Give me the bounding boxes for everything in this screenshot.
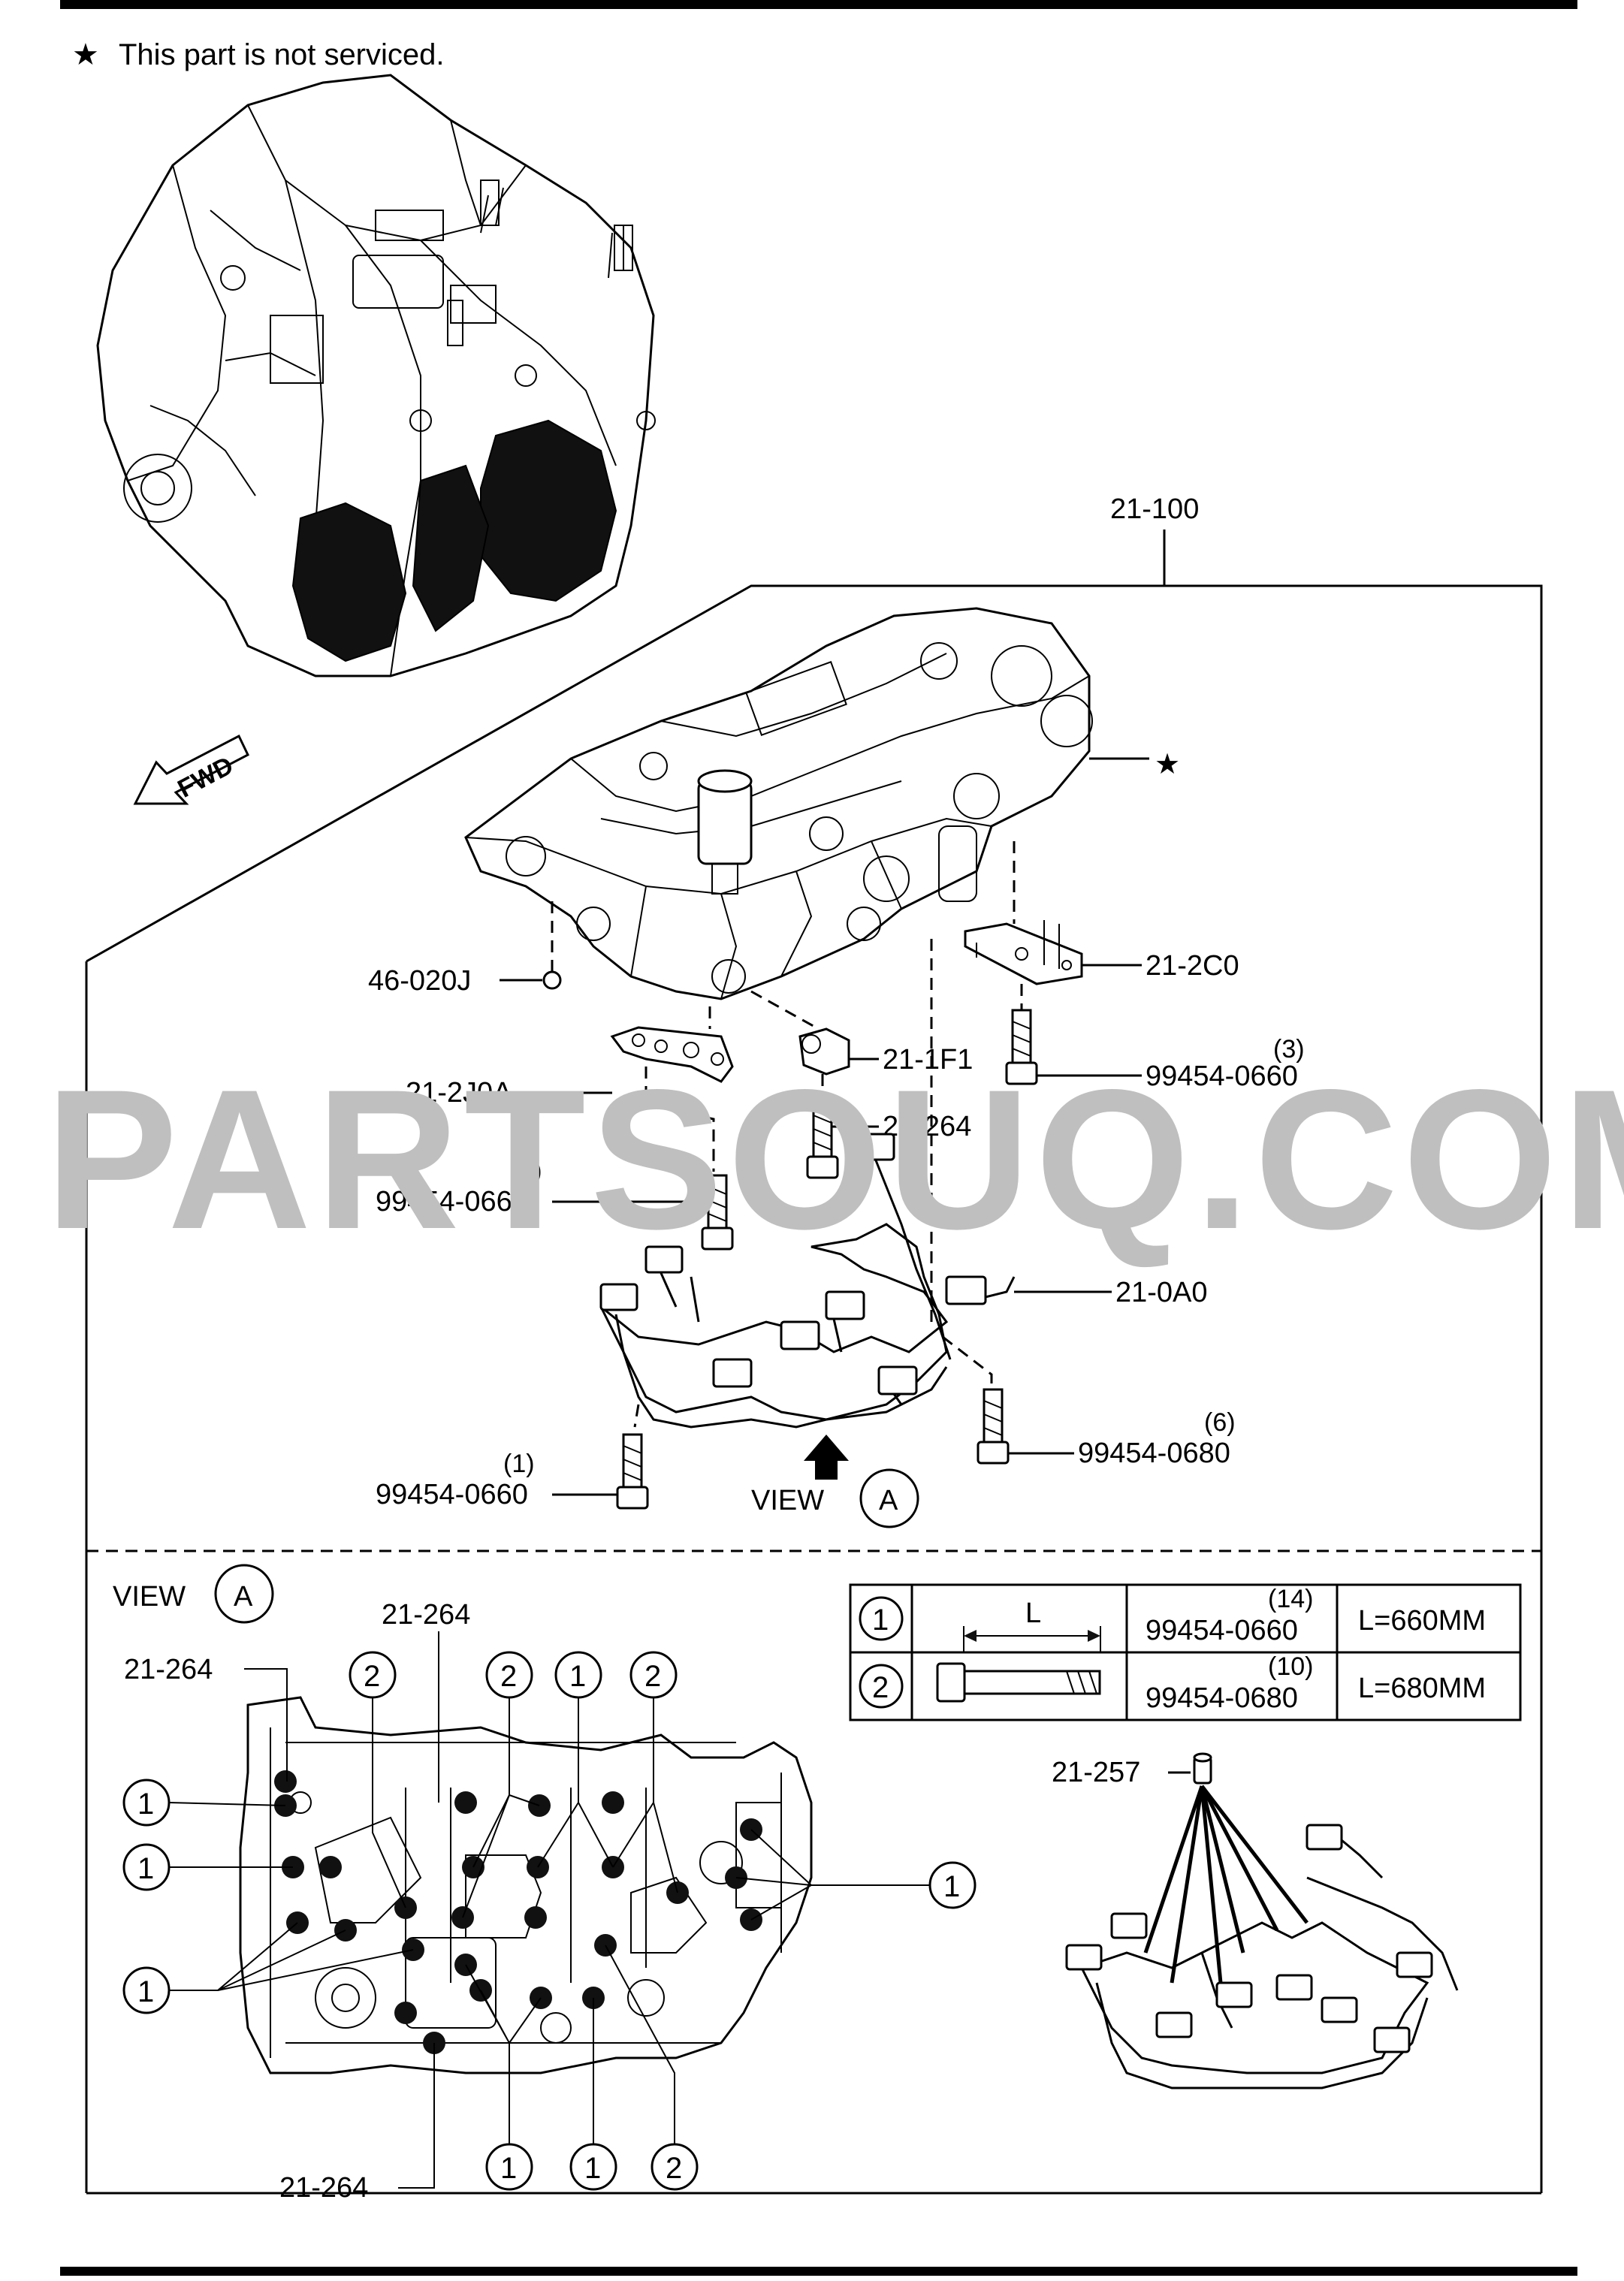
marker-top-4: 2 xyxy=(644,1660,661,1693)
label-21-0A0: 21-0A0 xyxy=(1115,1277,1208,1308)
transmission-illustration xyxy=(96,74,656,677)
label-21-2C0: 21-2C0 xyxy=(1146,950,1239,982)
label-21-257: 21-257 xyxy=(1052,1757,1140,1788)
table-marker-2: 2 xyxy=(872,1671,889,1704)
table-dim-label: L xyxy=(1025,1598,1041,1629)
bolt-99454-0680 xyxy=(977,1388,1010,1465)
label-46-020J: 46-020J xyxy=(368,965,471,997)
view-label: VIEW xyxy=(751,1485,824,1516)
not-serviced-star-icon: ★ xyxy=(1155,749,1180,780)
table-code-0660: 99454-0660 xyxy=(1146,1615,1298,1646)
view-label-letter: A xyxy=(879,1485,898,1516)
header-note: This part is not serviced. xyxy=(119,38,445,71)
control-valve-body xyxy=(464,607,1093,1000)
harness-detail xyxy=(1065,1824,1459,2089)
marker-top-2: 2 xyxy=(500,1660,517,1693)
label-21-264-top: 21-264 xyxy=(883,1111,971,1142)
bolt-code-0660-a: 99454-0660 xyxy=(1146,1061,1298,1092)
marker-left-1: 1 xyxy=(137,1788,154,1821)
marker-left-3: 1 xyxy=(137,1975,154,2008)
marker-bottom-3: 2 xyxy=(666,2152,682,2185)
bolt-99454-0660-c xyxy=(616,1433,649,1510)
part-21-1F1 xyxy=(798,1027,850,1076)
label-21-1F1: 21-1F1 xyxy=(883,1044,973,1076)
view-a-title-letter: A xyxy=(234,1581,253,1613)
star-icon: ★ xyxy=(72,38,99,71)
markers-top: 2 2 1 2 xyxy=(349,1651,678,1918)
wiring-harness-21-0A0 xyxy=(599,1133,1016,1429)
view-arrow-icon xyxy=(804,1435,849,1480)
table-code-0680: 99454-0680 xyxy=(1146,1682,1298,1714)
bolt-21-264-top xyxy=(806,1103,839,1179)
bolt-length-table: 1 2 L (14) 99454-0660 L=660MM (10) 99454… xyxy=(849,1583,1522,1721)
markers-bottom: 1 1 2 xyxy=(465,1945,699,2191)
view-label-21-264-top: 21-264 xyxy=(382,1599,470,1631)
table-length-660: L=660MM xyxy=(1358,1605,1486,1637)
table-qty-10: (10) xyxy=(1268,1652,1313,1681)
top-rule xyxy=(60,0,1577,9)
label-21-100: 21-100 xyxy=(1110,493,1199,525)
markers-right: 1 xyxy=(735,1829,977,1920)
bolt-code-0680: 99454-0680 xyxy=(1078,1438,1230,1469)
table-length-680: L=680MM xyxy=(1358,1673,1486,1704)
bolt-qty-1: (1) xyxy=(503,1450,535,1478)
bolt-qty-6: (6) xyxy=(1204,1408,1236,1437)
bolt-code-0660-b: 99454-0660 xyxy=(376,1186,528,1217)
table-marker-1: 1 xyxy=(872,1604,889,1637)
view-label-21-264-bottom: 21-264 xyxy=(279,2172,368,2204)
plate-21-2C0 xyxy=(964,920,1083,985)
marker-top-1: 2 xyxy=(364,1660,380,1693)
bolt-99454-0660-b xyxy=(701,1174,734,1251)
marker-bottom-2: 1 xyxy=(584,2152,601,2185)
fwd-arrow-icon: FWD xyxy=(133,734,249,805)
marker-bottom-1: 1 xyxy=(500,2152,517,2185)
markers-left: 1 1 1 xyxy=(122,1779,414,2014)
plate-21-2J0A xyxy=(610,1026,734,1083)
bottom-rule xyxy=(60,2267,1577,2276)
bolt-99454-0660-a xyxy=(1005,1009,1038,1085)
bolt-qty-2: (2) xyxy=(511,1157,542,1185)
view-label-21-264-left: 21-264 xyxy=(124,1654,213,1685)
bolt-code-0660-c: 99454-0660 xyxy=(376,1479,528,1510)
bolt-qty-3: (3) xyxy=(1273,1035,1305,1064)
marker-top-3: 1 xyxy=(569,1660,586,1693)
watermark: PARTSOUQ.COM xyxy=(45,1048,1624,1271)
table-qty-14: (14) xyxy=(1268,1585,1313,1613)
valve-body-bottom-view xyxy=(239,1696,813,2074)
view-a-title: VIEW xyxy=(113,1581,186,1613)
pin-leader-lines xyxy=(1143,1785,1309,1984)
marker-left-2: 1 xyxy=(137,1852,154,1885)
check-ball xyxy=(542,970,562,990)
assembly-frame xyxy=(86,584,1543,1551)
label-21-2J0A: 21-2J0A xyxy=(406,1077,512,1109)
marker-right-1: 1 xyxy=(943,1870,960,1903)
pin-21-257 xyxy=(1193,1752,1212,1785)
